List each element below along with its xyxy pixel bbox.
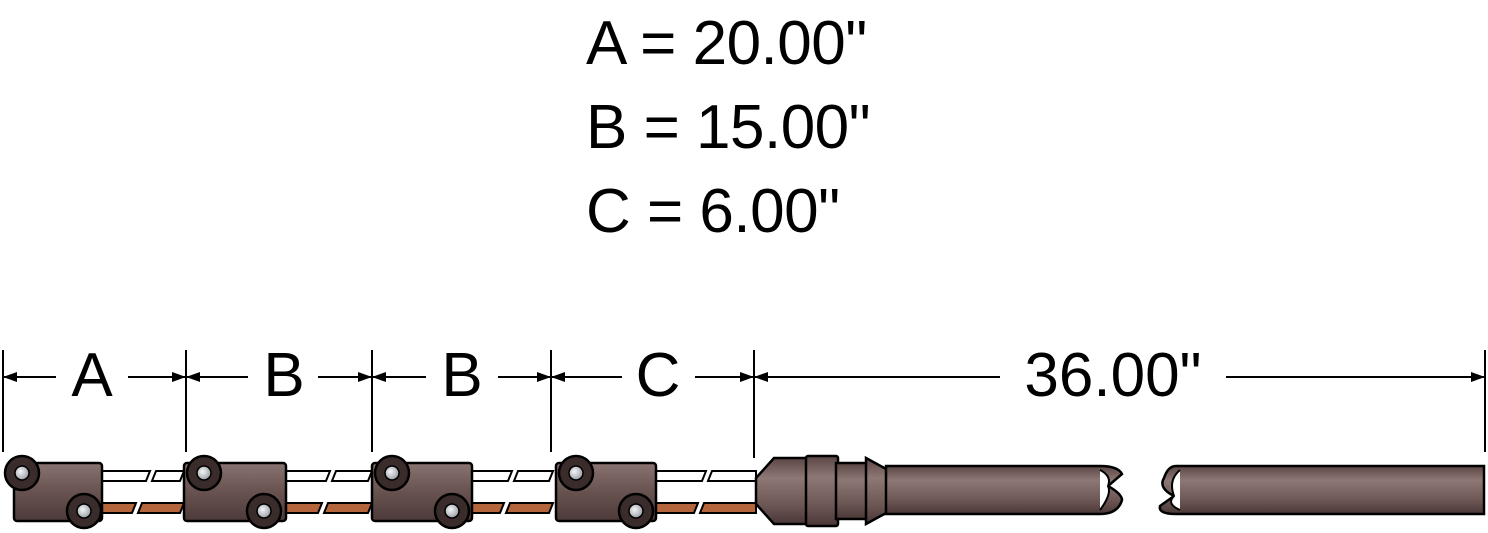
- break-cut-right: [1170, 469, 1181, 511]
- fitting-taper: [864, 455, 890, 527]
- clamp: [370, 454, 474, 530]
- dimension-label-b: B: [441, 341, 482, 410]
- dimension-label-a: A: [71, 341, 113, 410]
- fitting-nut: [804, 454, 840, 528]
- break-cut-left: [1099, 469, 1110, 511]
- copper-wire: [95, 502, 757, 514]
- arrowhead: [372, 372, 386, 382]
- dimension-legend: A = 20.00" B = 15.00" C = 6.00": [586, 2, 871, 254]
- arrowhead: [186, 372, 200, 382]
- legend-a: A = 20.00": [586, 9, 867, 78]
- fitting-collar: [834, 461, 870, 521]
- legend-b: B = 15.00": [586, 93, 871, 162]
- arrowhead: [754, 372, 768, 382]
- clamp: [182, 454, 288, 530]
- dimension-lines: [2, 350, 1486, 458]
- arrowhead: [537, 372, 551, 382]
- dimension-arrows: [3, 372, 1485, 382]
- arrowhead: [1471, 372, 1485, 382]
- arrowhead: [740, 372, 754, 382]
- clamp: [554, 454, 658, 530]
- legend-c: C = 6.00": [586, 177, 840, 246]
- dimension-label-length: 36.00": [1024, 341, 1201, 410]
- probe-fitting: [754, 454, 890, 528]
- arrowhead: [172, 372, 186, 382]
- white-wire: [99, 470, 757, 482]
- arrowhead: [3, 372, 17, 382]
- arrowhead: [551, 372, 565, 382]
- dimension-label-b: B: [263, 341, 304, 410]
- probe-sheath-left: [884, 464, 1124, 516]
- arrowhead: [358, 372, 372, 382]
- wires: [95, 470, 757, 514]
- dimension-label-c: C: [636, 341, 681, 410]
- probe-sheath-right: [1158, 464, 1486, 516]
- clamp: [3, 454, 104, 530]
- fitting-nose: [754, 456, 810, 526]
